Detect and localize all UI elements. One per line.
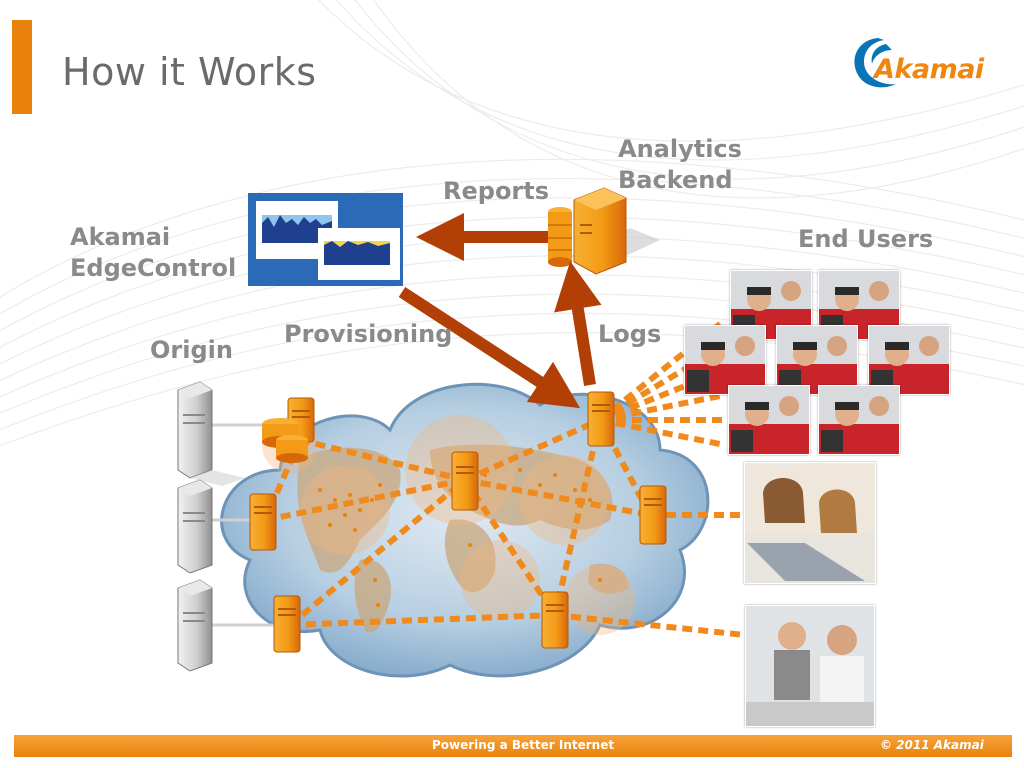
footer-tagline: Powering a Better Internet <box>432 738 615 752</box>
edgecontrol-report-screenshot <box>248 193 403 286</box>
edge-servers <box>249 391 667 653</box>
user-photo-icon <box>684 325 766 395</box>
analytics-backend-label-line1: Analytics <box>618 135 742 163</box>
arrow-icon <box>398 213 602 409</box>
database-icon <box>548 207 572 267</box>
server-icon <box>451 451 479 511</box>
database-icon <box>262 418 308 463</box>
footer-bar <box>14 735 1012 757</box>
analytics-backend-icon <box>548 187 660 275</box>
user-photo-icon <box>744 462 876 584</box>
reports-label: Reports <box>443 177 550 205</box>
server-icon <box>587 391 615 447</box>
server-icon <box>177 479 213 574</box>
footer-copyright: © 2011 Akamai <box>880 738 984 752</box>
server-icon <box>177 579 213 672</box>
akamai-logo-icon <box>854 38 896 88</box>
title-accent-bar <box>12 20 32 114</box>
origin-label: Origin <box>150 336 233 364</box>
analytics-backend-label-line2: Backend <box>618 166 733 194</box>
server-icon <box>639 485 667 545</box>
end-users-label: End Users <box>798 225 934 253</box>
server-icon <box>573 187 627 275</box>
server-icon <box>273 595 301 653</box>
logs-label: Logs <box>598 320 662 348</box>
provisioning-label: Provisioning <box>284 320 453 348</box>
user-photo-icon <box>818 385 900 455</box>
edgecontrol-label-line2: EdgeControl <box>70 254 237 282</box>
server-icon <box>177 381 245 486</box>
slide-title: How it Works <box>62 50 317 94</box>
akamai-logo-text: Akamai <box>874 54 984 85</box>
user-photo-icon <box>745 605 875 727</box>
origin-servers <box>177 381 245 672</box>
server-icon <box>541 591 569 649</box>
edgecontrol-label-line1: Akamai <box>70 223 171 251</box>
server-icon <box>249 493 277 551</box>
user-photo-icon <box>728 385 810 455</box>
